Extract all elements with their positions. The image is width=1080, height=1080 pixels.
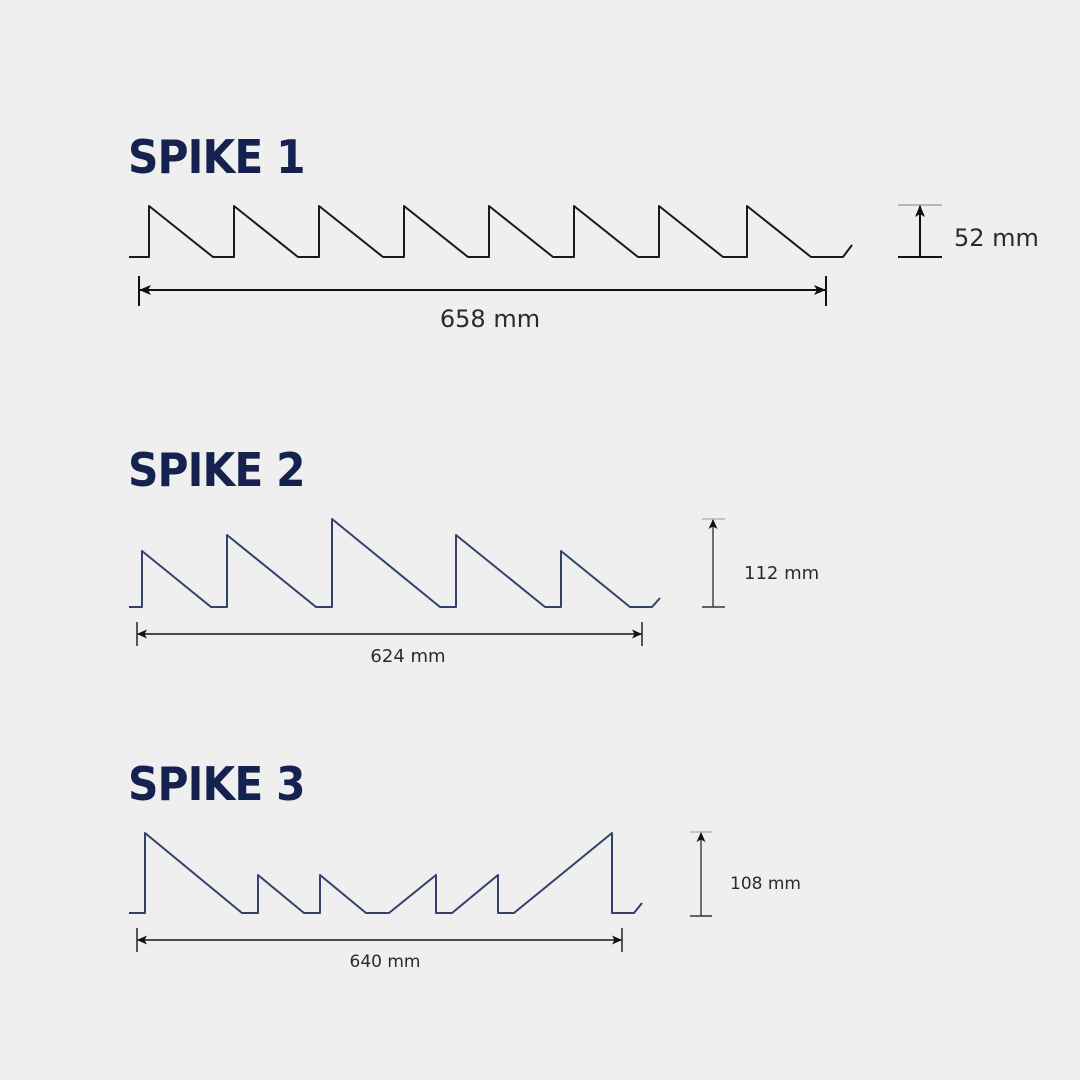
spike-2-title: SPIKE 2 <box>128 443 306 497</box>
spike-3-height-label: 108 mm <box>730 874 801 894</box>
spike-3-title: SPIKE 3 <box>128 757 306 811</box>
spike-1-title: SPIKE 1 <box>128 130 306 184</box>
spike-3-width-label: 640 mm <box>350 952 421 972</box>
spike-1-width-dimension: 658 mm <box>138 276 827 333</box>
spike-2-diagram: 624 mm 112 mm <box>129 518 819 667</box>
spike-1-width-label: 658 mm <box>440 305 540 333</box>
spike-1-diagram: 658 mm 52 mm <box>129 204 1039 333</box>
spike-2-height-dimension: 112 mm <box>702 518 819 608</box>
spike-2-height-label: 112 mm <box>744 563 819 584</box>
spike-3-height-dimension: 108 mm <box>690 831 801 917</box>
spike-2-profile <box>129 518 661 608</box>
spike-1-height-label: 52 mm <box>954 224 1039 252</box>
spike-2-width-dimension: 624 mm <box>136 622 643 667</box>
spike-3-diagram: 640 mm 108 mm <box>129 831 801 972</box>
spike-3-profile <box>129 832 643 914</box>
spike-1-profile <box>129 205 853 258</box>
spike-2-width-label: 624 mm <box>370 646 445 667</box>
spike-1-height-dimension: 52 mm <box>898 204 1039 258</box>
spike-3-width-dimension: 640 mm <box>136 928 623 972</box>
